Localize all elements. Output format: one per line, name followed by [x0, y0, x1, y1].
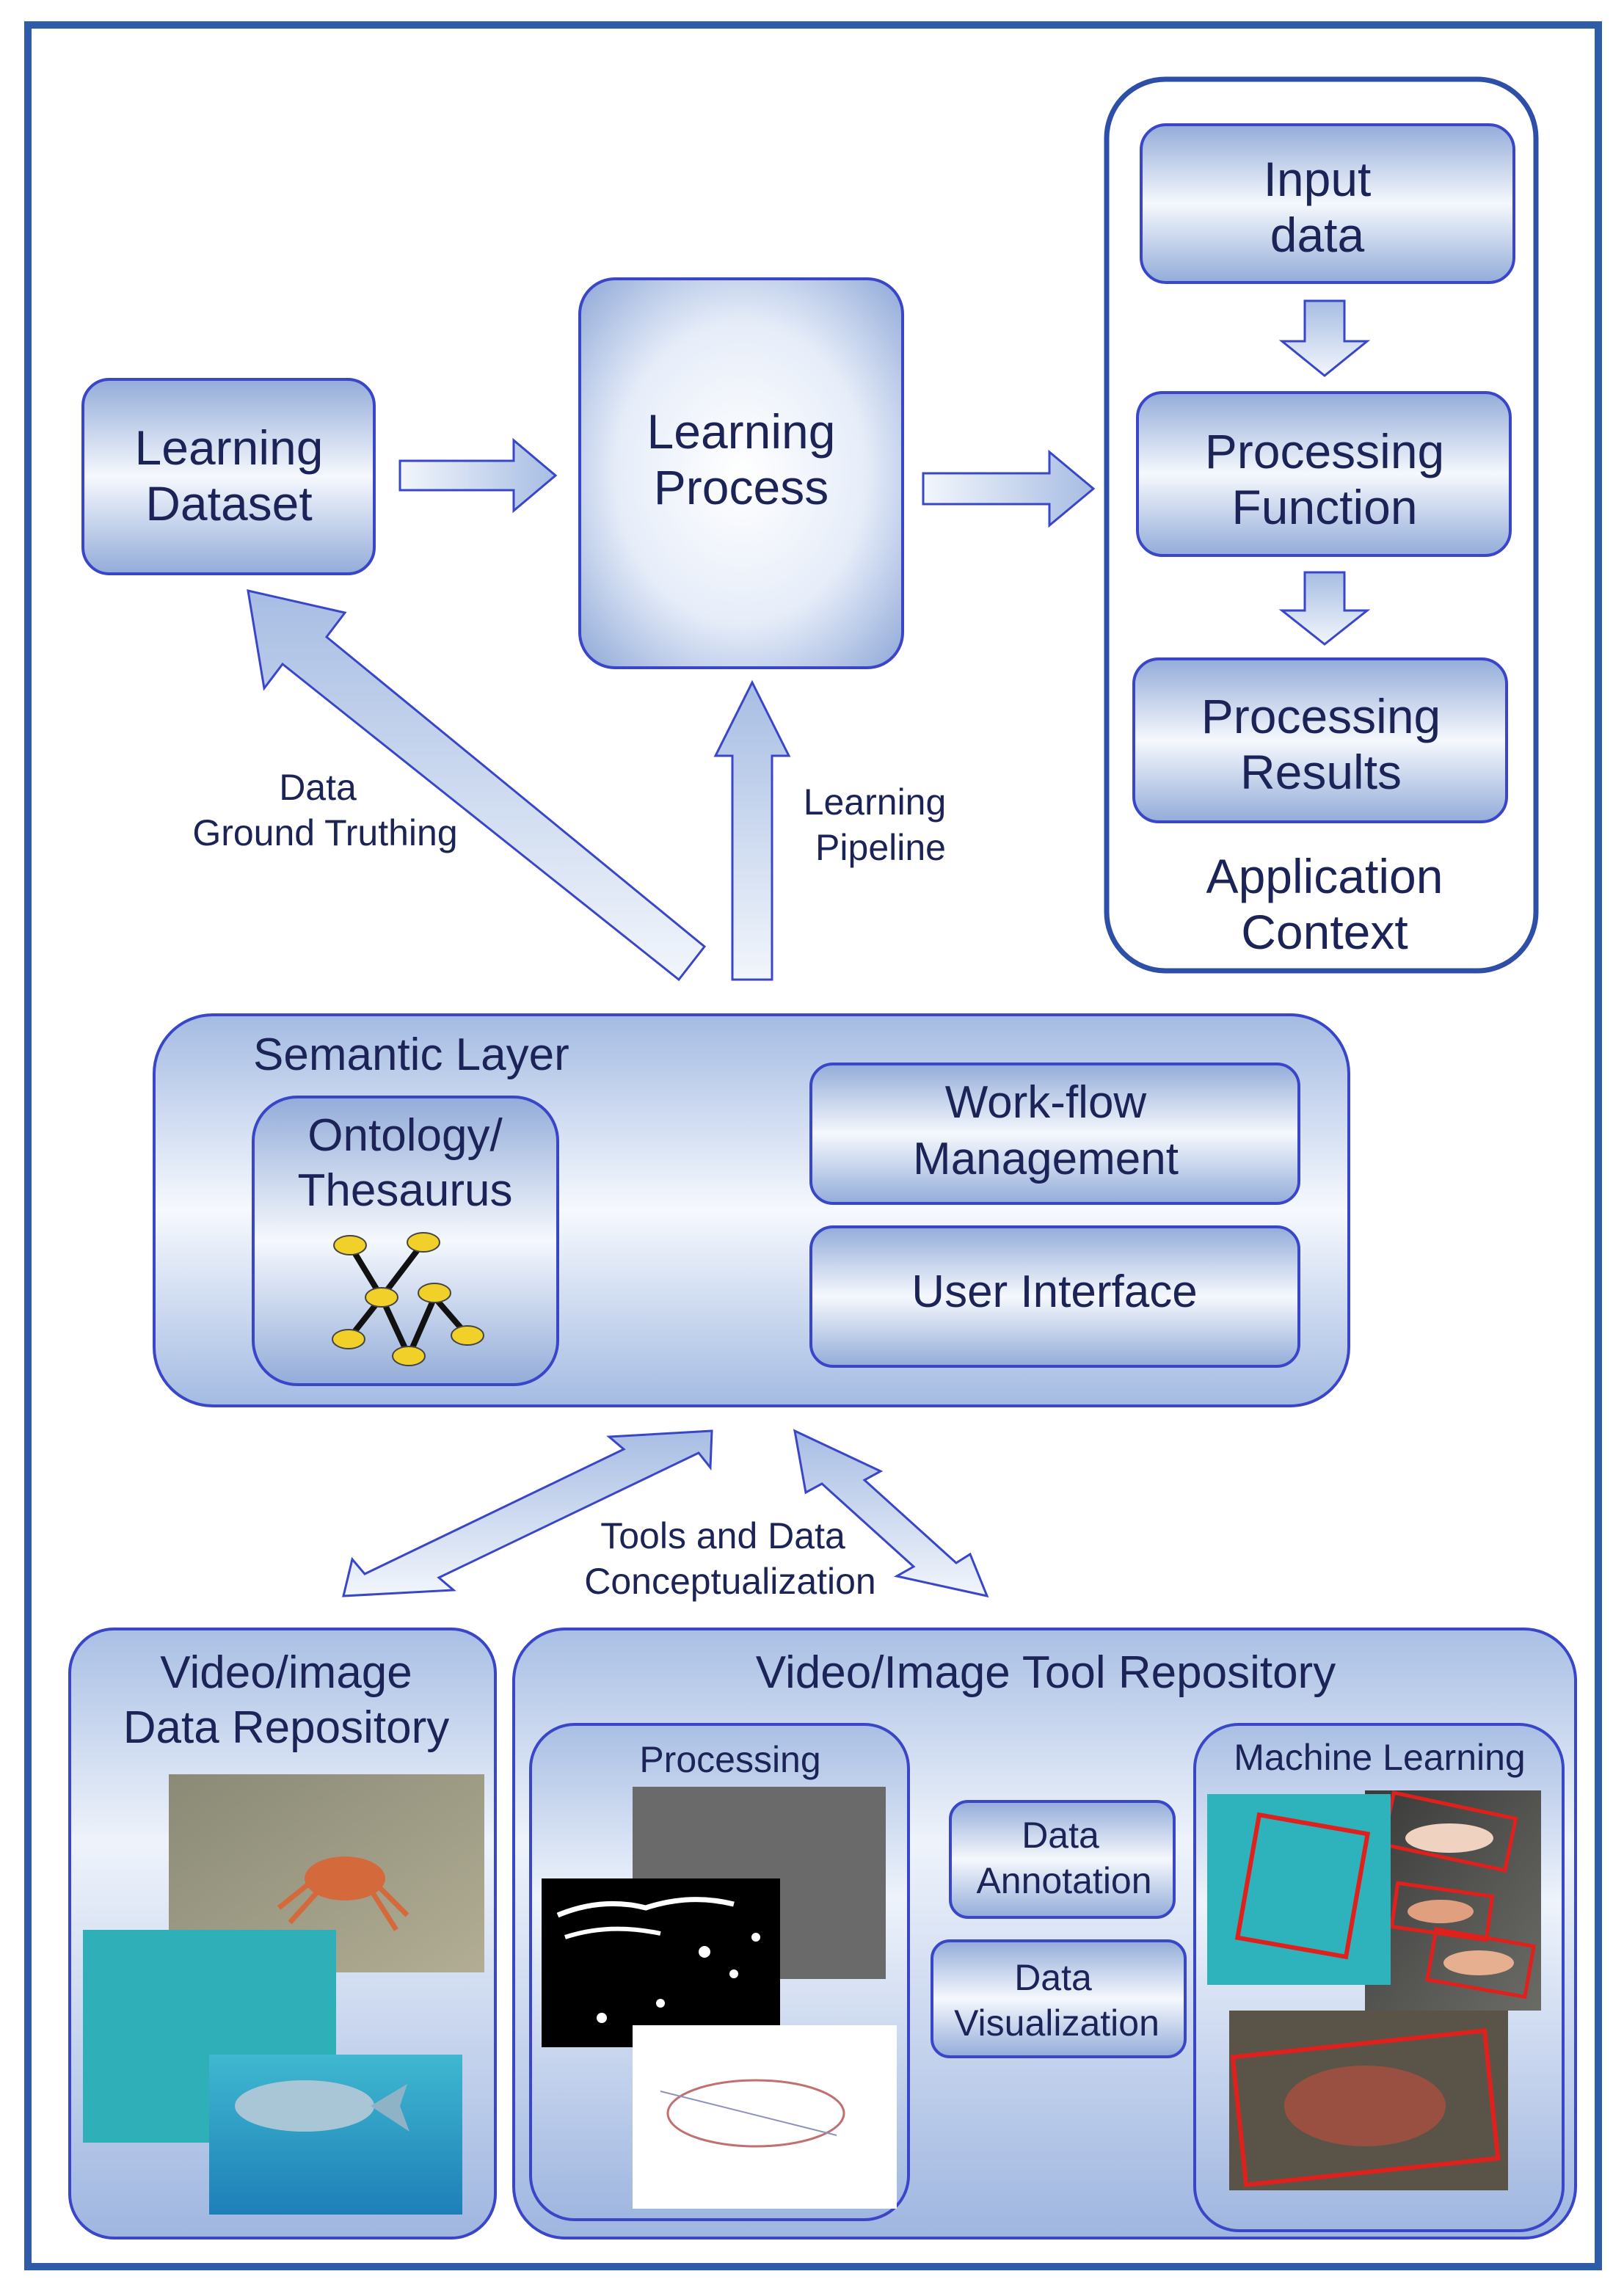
workflow-line1: Work-flow — [945, 1077, 1147, 1128]
arrow-process-to-application — [922, 449, 1096, 528]
double-arrow-right — [793, 1429, 989, 1598]
processing-function-box — [1136, 391, 1512, 557]
user-interface-box — [809, 1225, 1300, 1368]
ontology-box — [252, 1096, 559, 1386]
data-visualization-box — [931, 1939, 1187, 2058]
arrow-input-to-function — [1278, 299, 1371, 377]
processing-results-line2: Results — [1240, 745, 1402, 799]
arrow-dataset-to-process — [398, 437, 558, 514]
data-annotation-line1: Data — [1022, 1815, 1099, 1856]
detected-murky-image — [1207, 1794, 1391, 1985]
input-data-line1: Input — [1264, 152, 1372, 206]
fish-underwater-image — [209, 2055, 462, 2215]
learning-process-line1: Learning — [647, 404, 836, 459]
processing-results-box — [1132, 657, 1508, 823]
data-visualization-line1: Data — [1014, 1957, 1092, 1998]
learning-pipeline-line2: Pipeline — [815, 827, 946, 868]
arrow-ground-truthing — [247, 589, 707, 982]
user-interface-label: User Interface — [911, 1267, 1197, 1317]
learning-dataset-line2: Dataset — [145, 476, 312, 531]
tools-conceptualization-line2: Conceptualization — [584, 1561, 876, 1602]
data-annotation-line2: Annotation — [976, 1860, 1151, 1901]
learning-dataset-box: Learning Dataset — [81, 378, 376, 575]
application-context-line2: Context — [1241, 905, 1408, 959]
ontology-line1: Ontology/ — [307, 1110, 503, 1161]
ontology-line2: Thesaurus — [298, 1165, 513, 1216]
detected-fish-image — [1365, 1790, 1541, 2011]
semantic-layer-panel: Semantic Layer Ontology/ Thesaurus Work-… — [153, 1013, 1350, 1407]
arrow-function-to-results — [1278, 571, 1371, 646]
data-repository-line1: Video/image — [160, 1647, 412, 1698]
input-data-box — [1140, 123, 1515, 284]
data-repository-line2: Data Repository — [123, 1702, 450, 1753]
arrow-learning-pipeline — [713, 679, 791, 981]
tool-repository-title: Video/Image Tool Repository — [756, 1647, 1336, 1698]
double-arrow-left — [342, 1429, 713, 1597]
input-data-line2: data — [1270, 208, 1365, 262]
tools-conceptualization-line1: Tools and Data — [600, 1515, 845, 1556]
data-annotation-box — [949, 1800, 1176, 1919]
data-visualization-line2: Visualization — [954, 2002, 1159, 2044]
processing-results-line1: Processing — [1201, 689, 1441, 743]
data-ground-truthing-line1: Data — [279, 767, 357, 808]
machine-learning-label: Machine Learning — [1234, 1737, 1526, 1778]
processing-label: Processing — [639, 1739, 820, 1780]
semantic-layer-title: Semantic Layer — [253, 1029, 569, 1080]
learning-process-box: Learning Process — [578, 277, 904, 669]
learning-pipeline-line1: Learning — [804, 781, 947, 823]
detected-scorpionfish-image — [1229, 2011, 1508, 2190]
workflow-management-box — [809, 1063, 1300, 1205]
learning-dataset-line1: Learning — [135, 420, 324, 475]
application-context-panel: Input data Processing Function Processin… — [1104, 76, 1539, 974]
ontology-graph-icon — [332, 1232, 484, 1366]
data-repository-panel: Video/image Data Repository — [68, 1628, 497, 2239]
data-ground-truthing-line2: Ground Truthing — [192, 812, 457, 853]
processing-function-line1: Processing — [1205, 424, 1445, 478]
processing-function-line2: Function — [1231, 480, 1417, 534]
binary-mask-image — [542, 1878, 780, 2047]
workflow-line2: Management — [913, 1134, 1179, 1184]
edge-detection-image — [633, 2025, 897, 2209]
application-context-line1: Application — [1206, 849, 1443, 903]
learning-process-line2: Process — [654, 460, 829, 514]
tool-repository-panel: Video/Image Tool Repository Processing D… — [512, 1628, 1577, 2239]
